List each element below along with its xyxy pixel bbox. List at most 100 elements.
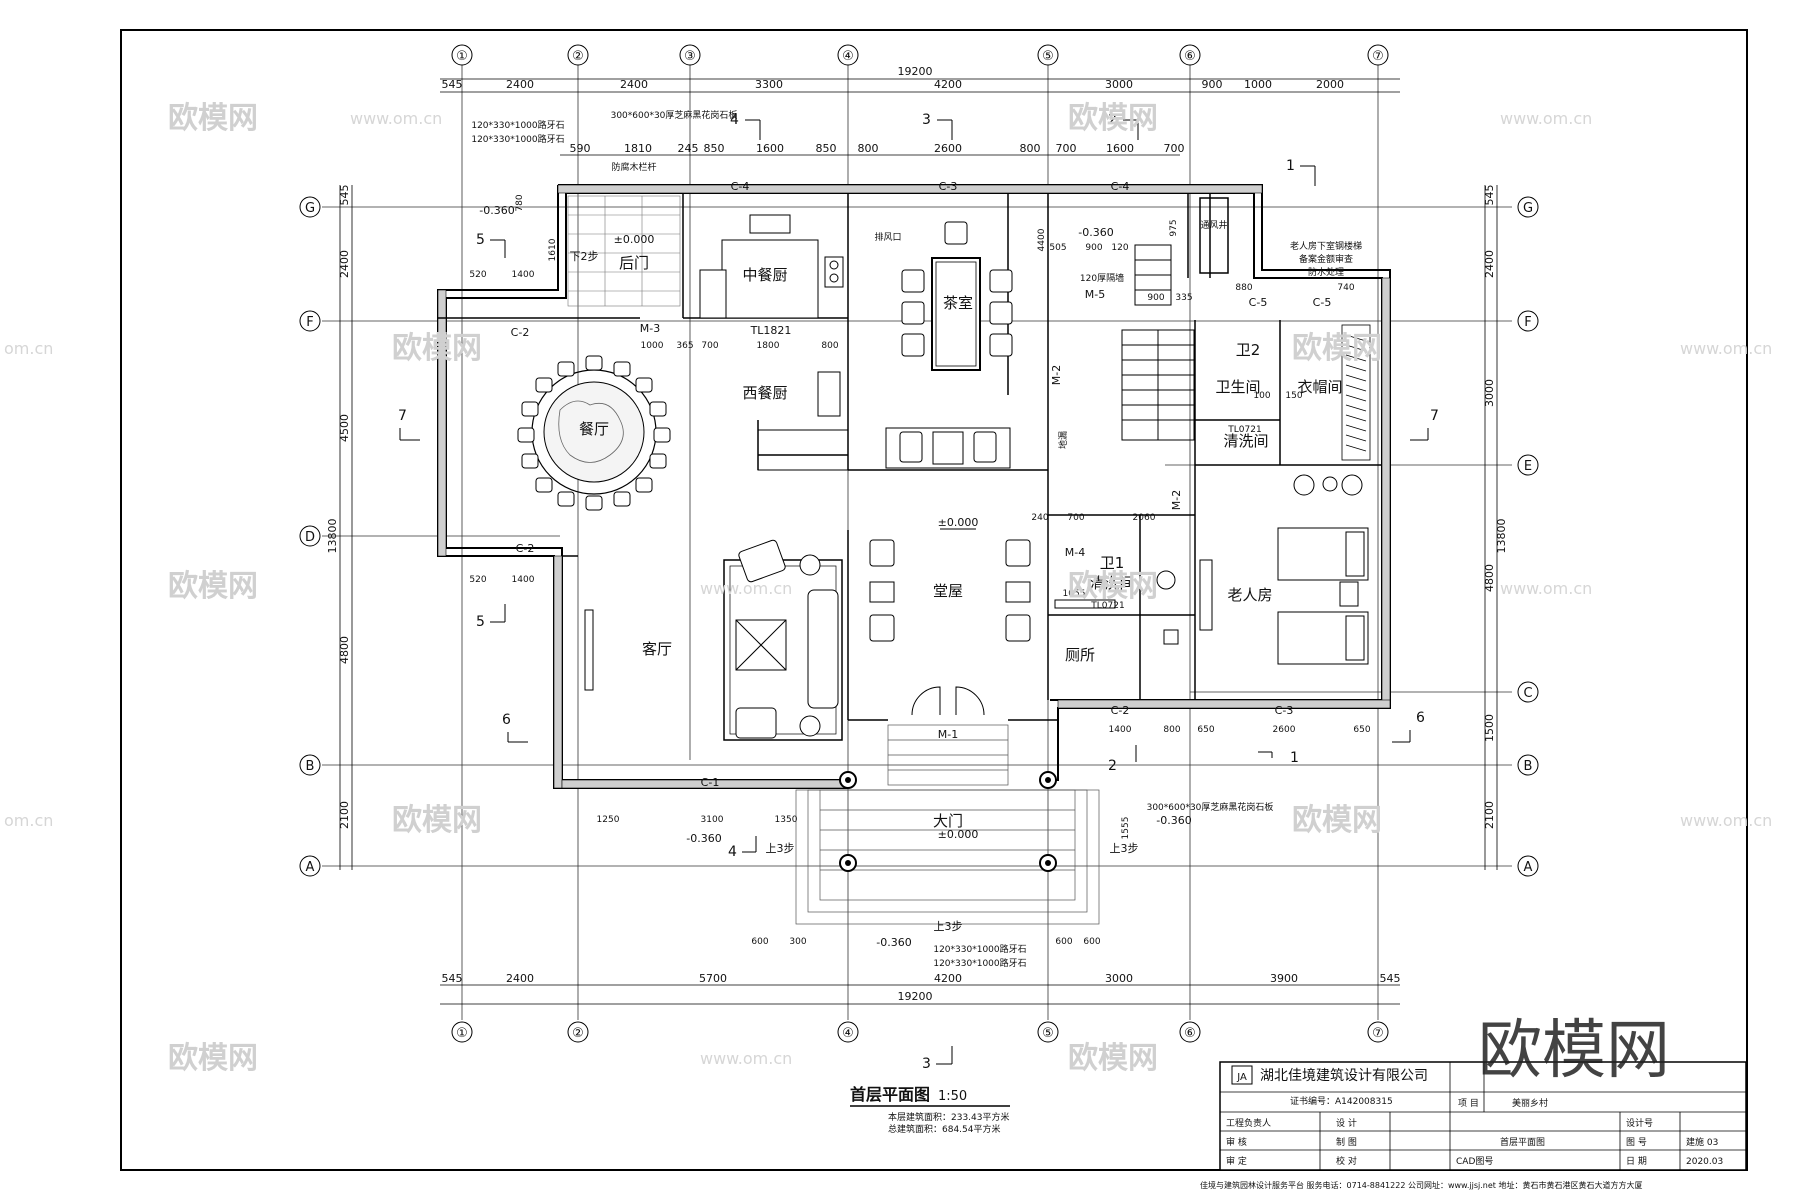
dim-left-3: 4500 (338, 414, 351, 442)
dim-m-13: 740 (1337, 283, 1354, 293)
dim-m-1: 1000 (641, 341, 664, 351)
room-back-door: 后门 (619, 254, 649, 272)
elev-porch: ±0.000 (938, 828, 979, 841)
dim-m-4: 1800 (757, 341, 780, 351)
step-back: 下2步 (570, 250, 599, 263)
date-label: 日 期 (1626, 1156, 1647, 1167)
note-stone-front: 300*600*30厚芝麻黑花岗石板 (1147, 801, 1274, 813)
tb-role-1: 工程负责人 (1226, 1117, 1271, 1129)
wm-19: 欧模网 (1068, 1041, 1158, 1076)
note-curb-4: 120*330*1000路牙石 (933, 957, 1026, 969)
sideboard (885, 427, 1011, 469)
axis-label-1-bottom: ① (456, 1026, 468, 1041)
tag-m2-a: M-2 (1050, 365, 1063, 385)
tb-role-2: 审 核 (1226, 1136, 1247, 1148)
dim-inner-12: 700 (1164, 142, 1185, 155)
dim-m-12: 335 (1175, 293, 1192, 303)
note-exhaust: 排风口 (874, 231, 901, 243)
dim-top-6: 3000 (1105, 78, 1133, 91)
area-note-2: 总建筑面积：684.54平方米 (888, 1123, 1001, 1135)
axis-label-6-bottom: ⑥ (1184, 1026, 1196, 1041)
tag-m1: M-1 (938, 728, 958, 741)
drawing-name: 首层平面图 (1500, 1136, 1545, 1148)
tag-m4: M-4 (1065, 546, 1085, 559)
dim-right-3: 3000 (1483, 379, 1496, 407)
tag-c5-b: C-5 (1313, 296, 1332, 309)
sec-7-left: 7 (398, 408, 407, 424)
dim-top-7: 900 (1202, 78, 1223, 91)
svg-text:JA: JA (1236, 1072, 1247, 1083)
dim-m-18: 1400 (1109, 725, 1132, 735)
wm-2: www.om.cn (350, 109, 442, 128)
dim-m-32: 780 (515, 194, 525, 211)
living-sofa-set (584, 539, 843, 741)
room-vent: 通风井 (1200, 219, 1227, 231)
western-kitchen-fixtures (757, 371, 849, 471)
dim-left-2: 2400 (338, 250, 351, 278)
tl0721-b: TL0721 (1090, 601, 1124, 611)
dim-m-30: 600 (1083, 937, 1100, 947)
tea-chairs (901, 221, 1013, 357)
dim-m-37: 120 (1111, 243, 1128, 253)
tb-role-3: 审 定 (1226, 1155, 1247, 1167)
stair (1121, 244, 1195, 441)
wm-18: www.om.cn (700, 1049, 792, 1068)
axis-label-3: ③ (684, 49, 696, 64)
dim-m-26: 1555 (1121, 817, 1131, 840)
dim-inner-7: 800 (858, 142, 879, 155)
elev-stair: -0.360 (1078, 226, 1113, 239)
room-bath2-sub: 卫生间 (1215, 378, 1260, 396)
note-stair-3: 备案金额审查 (1299, 253, 1353, 265)
dim-m-25: 1350 (775, 815, 798, 825)
dim-overall-bottom: 19200 (898, 990, 933, 1003)
room-hall: 堂屋 (933, 582, 963, 600)
axis-label-D: D (305, 530, 315, 545)
side-dimension-lines (339, 185, 1498, 870)
dim-bottom-7: 545 (1380, 972, 1401, 985)
dim-m-24: 3100 (701, 815, 724, 825)
axis-label-B-right: B (1524, 759, 1533, 774)
tag-c5-a: C-5 (1249, 296, 1268, 309)
elder-room-beds (1199, 474, 1369, 665)
step-right: 上3步 (1110, 842, 1139, 855)
dim-m-20: 650 (1197, 725, 1214, 735)
porch-columns (839, 771, 1057, 872)
dim-inner-10: 700 (1056, 142, 1077, 155)
tag-c2-c: C-2 (1111, 704, 1130, 717)
dim-m-3: 700 (701, 341, 718, 351)
dim-top-5: 4200 (934, 78, 962, 91)
dim-m-19: 800 (1163, 725, 1180, 735)
dim-m-38: 100 (1253, 391, 1270, 401)
sec-3-bottom: 3 (922, 1056, 931, 1072)
dim-inner-4: 850 (704, 142, 725, 155)
vent-shaft (1199, 197, 1229, 274)
back-porch-paving (567, 195, 681, 307)
dim-m-31: 1610 (548, 238, 558, 261)
title-block: JA 湖北佳境建筑设计有限公司 证书编号：A142008315 项 目 美丽乡村… (1219, 1061, 1747, 1171)
dim-right-6: 1500 (1483, 714, 1496, 742)
dim-m-8: 520 (469, 575, 486, 585)
interior-walls (438, 193, 1382, 721)
company-cert: 证书编号：A142008315 (1290, 1095, 1393, 1107)
tag-m3: M-3 (640, 322, 660, 335)
dim-m-11: 900 (1147, 293, 1164, 303)
tag-c2-b: C-2 (516, 542, 535, 555)
dim-right-5: 4800 (1483, 564, 1496, 592)
bath-fixtures (1054, 570, 1179, 645)
project-name: 美丽乡村 (1512, 1097, 1548, 1109)
big-brand-watermark: 欧模网 (1478, 1014, 1670, 1088)
dim-m-2: 365 (676, 341, 693, 351)
tag-m2-b: M-2 (1170, 490, 1183, 510)
dim-m-39: 150 (1285, 391, 1302, 401)
wm-12: www.om.cn (1500, 579, 1592, 598)
dim-inner-2: 1810 (624, 142, 652, 155)
wm-13: 欧模网 (392, 803, 482, 838)
dim-right-4: 13800 (1495, 519, 1508, 554)
column-axis-top: ① ② ③ ④ ⑤ ⑥ ⑦ (451, 44, 1389, 66)
axis-label-4: ④ (842, 49, 854, 64)
dim-top-3: 2400 (620, 78, 648, 91)
wm-14: 欧模网 (1292, 803, 1382, 838)
axis-label-5-bottom: ⑤ (1042, 1026, 1054, 1041)
dim-m-5: 800 (821, 341, 838, 351)
